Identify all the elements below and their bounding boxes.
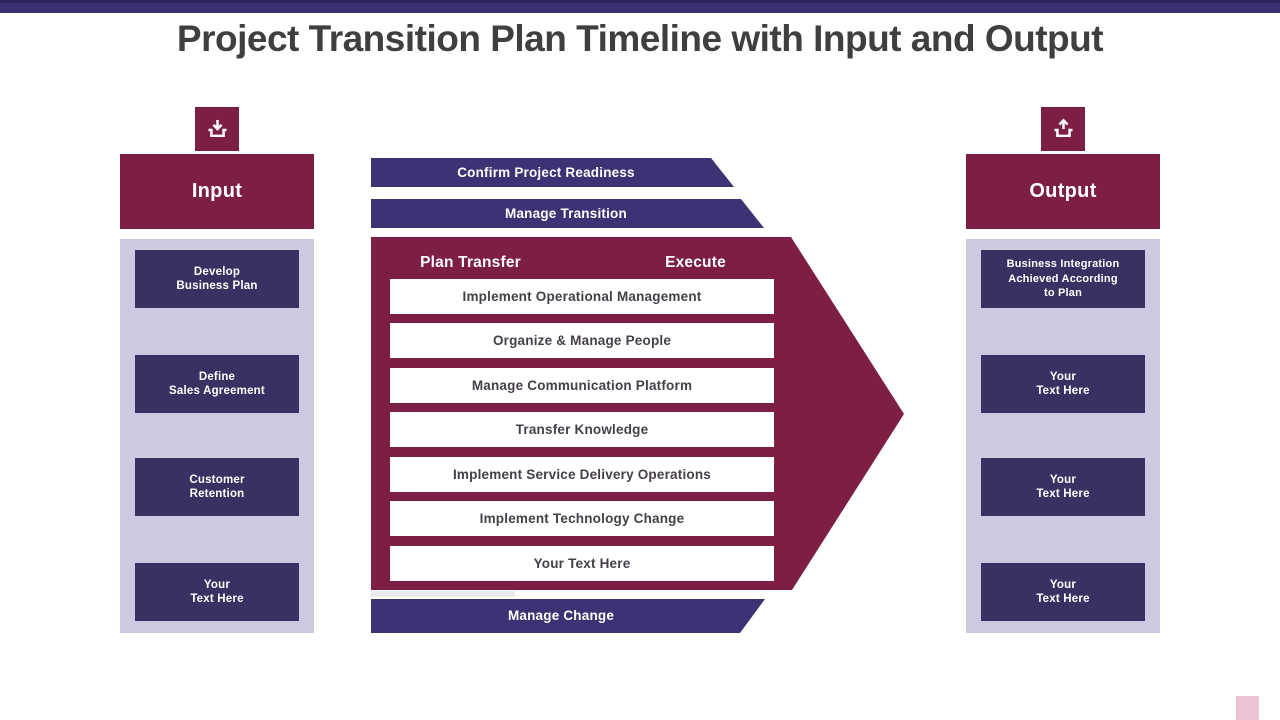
output-item: Your Text Here	[981, 355, 1145, 413]
input-item: Your Text Here	[135, 563, 299, 621]
output-header: Output	[966, 154, 1160, 229]
input-header: Input	[120, 154, 314, 229]
page-title: Project Transition Plan Timeline with In…	[176, 18, 1104, 59]
step-box: Manage Communication Platform	[390, 368, 774, 403]
step-box: Implement Operational Management	[390, 279, 774, 314]
manage-transition-label: Manage Transition	[505, 206, 627, 221]
input-item: Develop Business Plan	[135, 250, 299, 308]
confirm-readiness-bar-shape	[371, 158, 734, 187]
input-item: Define Sales Agreement	[135, 355, 299, 413]
step-box: Organize & Manage People	[390, 323, 774, 358]
download-icon	[195, 107, 239, 151]
step-box: Implement Technology Change	[390, 501, 774, 536]
arrow-shadow	[371, 591, 515, 597]
pink-corner-accent	[1236, 696, 1259, 720]
input-item: Customer Retention	[135, 458, 299, 516]
top-accent-bar	[0, 0, 1280, 13]
output-item: Your Text Here	[981, 563, 1145, 621]
upload-icon	[1041, 107, 1085, 151]
manage-change-bar-shape	[371, 599, 765, 633]
step-box: Transfer Knowledge	[390, 412, 774, 447]
phase-execute-label: Execute	[665, 254, 726, 271]
phase-plan-transfer-label: Plan Transfer	[420, 254, 521, 271]
manage-transition-bar-shape	[371, 199, 764, 228]
output-item: Business Integration Achieved According …	[981, 250, 1145, 308]
manage-change-label: Manage Change	[507, 608, 615, 623]
step-box: Your Text Here	[390, 546, 774, 581]
step-box: Implement Service Delivery Operations	[390, 457, 774, 492]
output-item: Your Text Here	[981, 458, 1145, 516]
confirm-readiness-label: Confirm Project Readiness	[457, 165, 635, 180]
